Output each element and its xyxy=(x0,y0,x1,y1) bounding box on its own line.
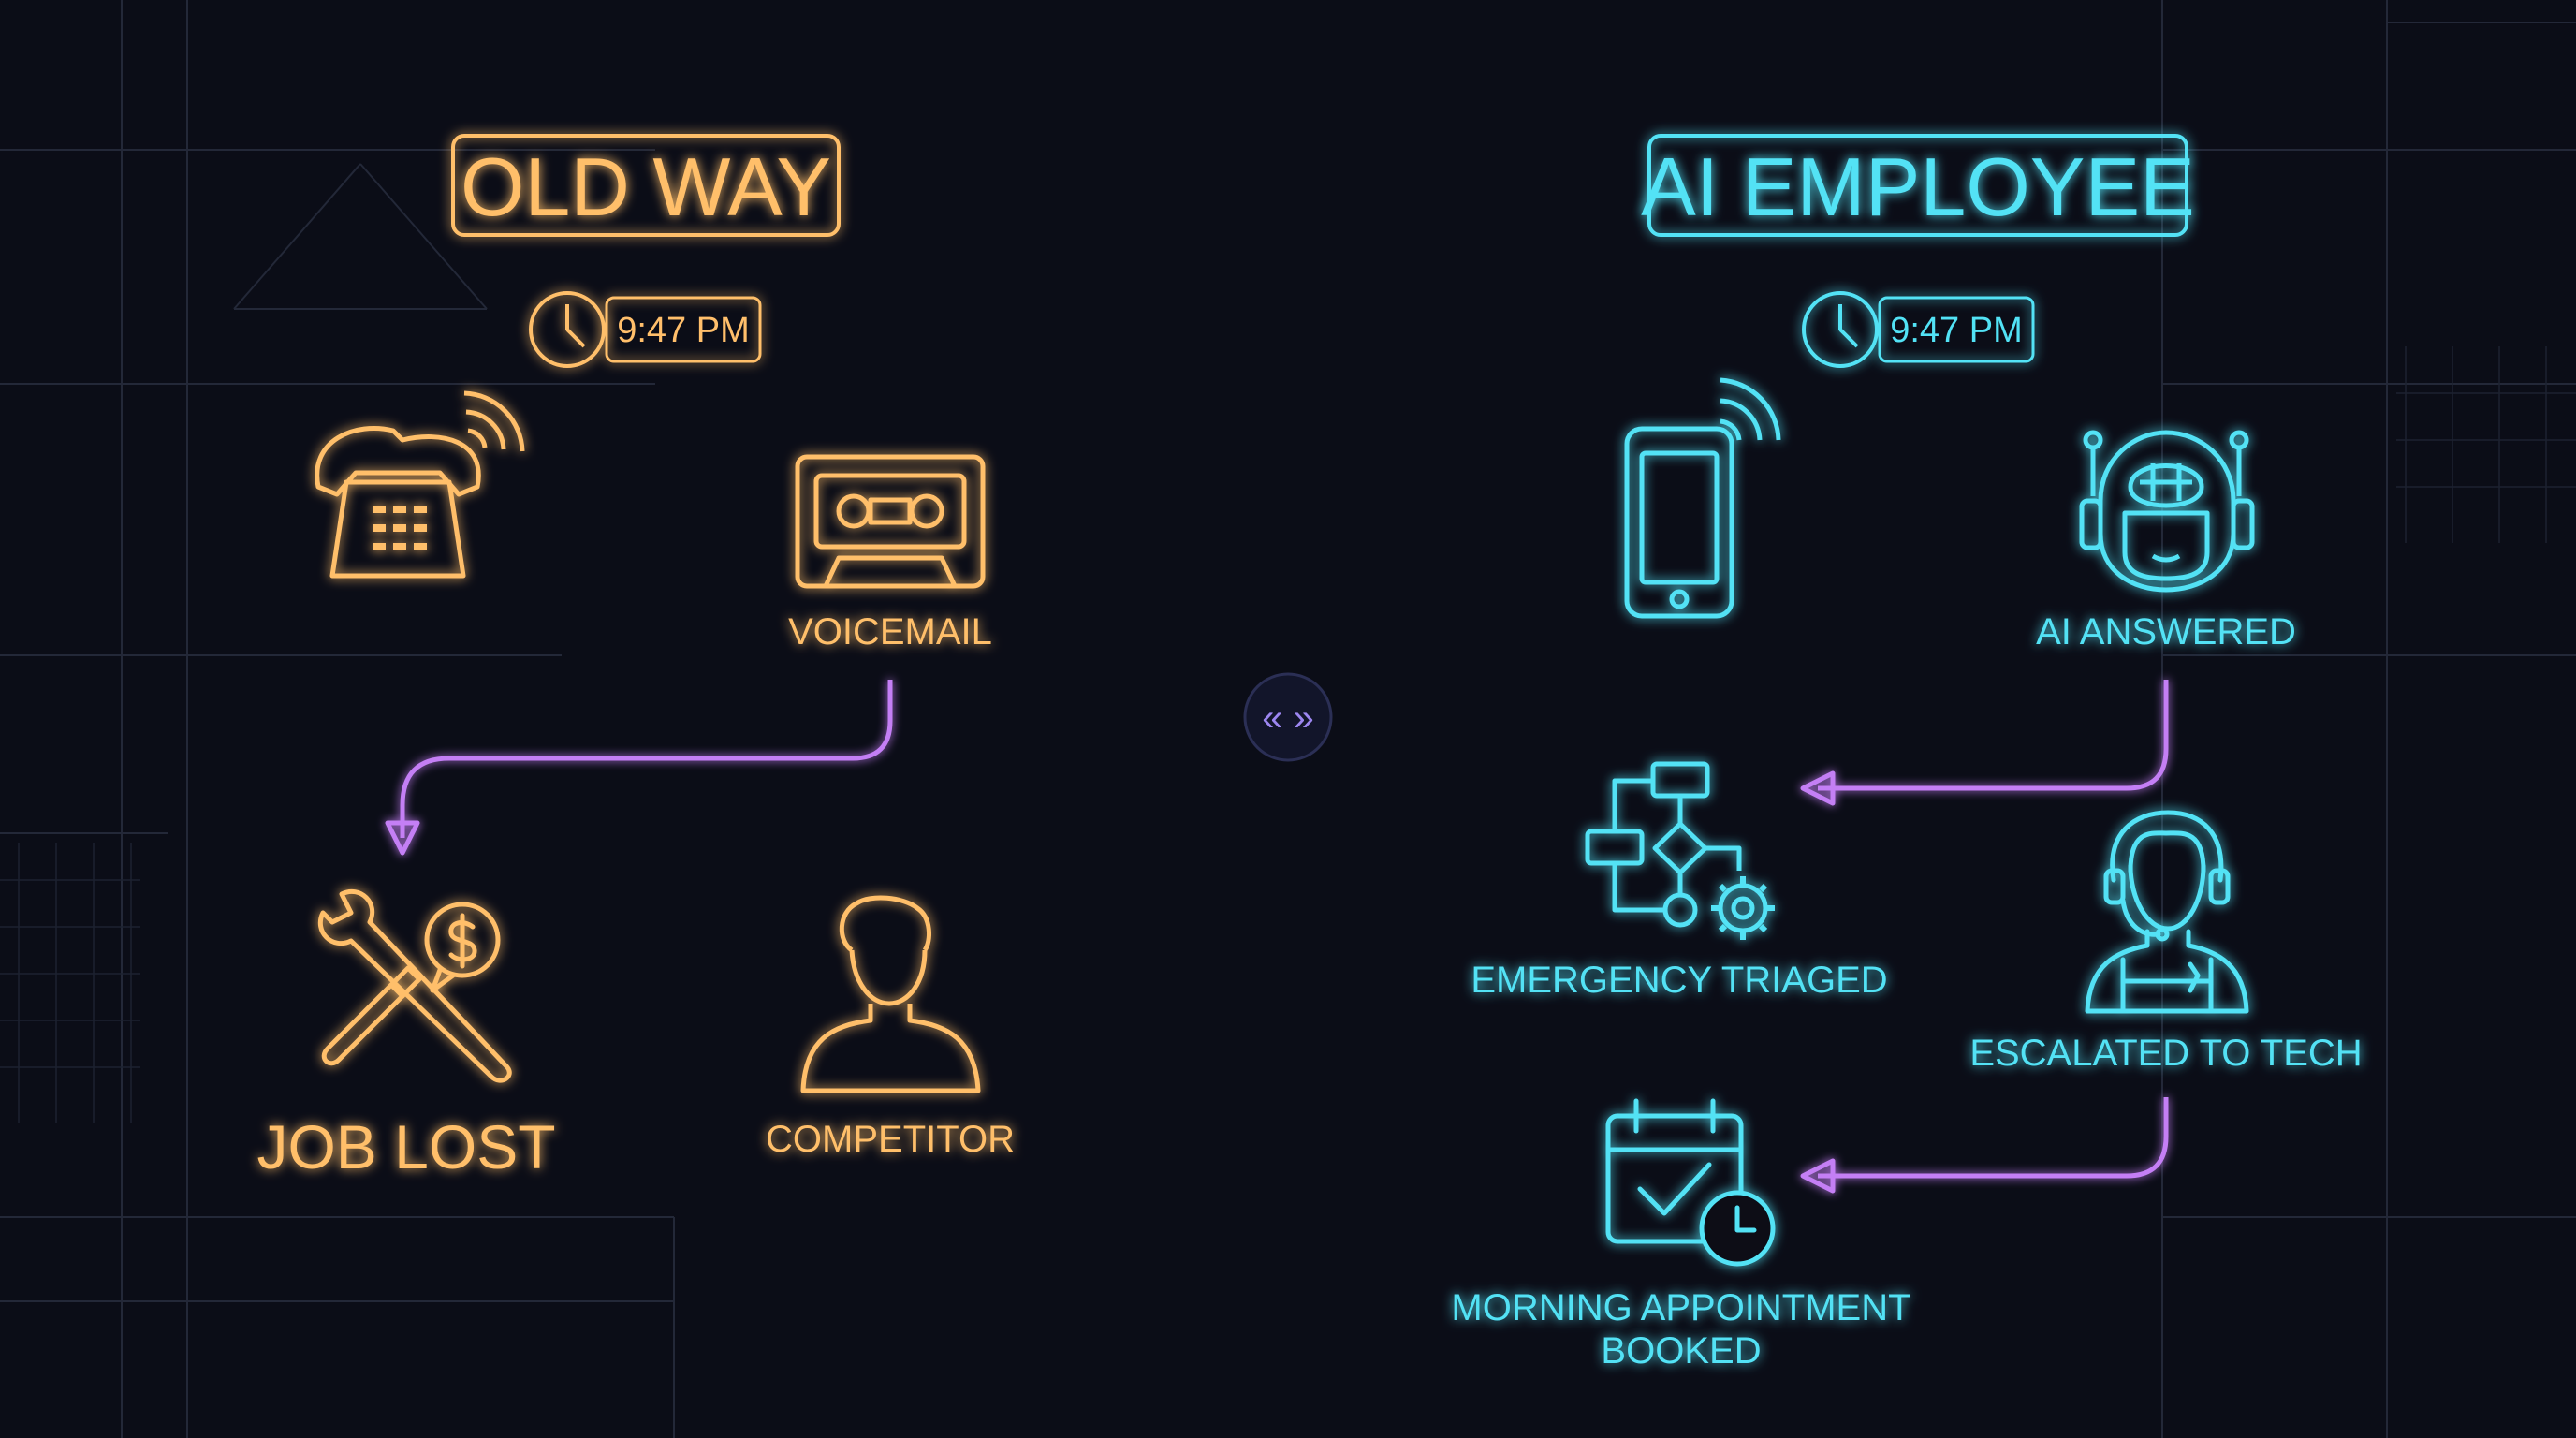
flowchart-gear-icon xyxy=(1585,761,1775,940)
clock-icon xyxy=(1802,291,1879,368)
time-text: 9:47 PM xyxy=(617,311,750,350)
voicemail-label: VOICEMAIL xyxy=(788,611,992,653)
connector-escalated-booked xyxy=(1800,1097,2169,1194)
smartphone-icon xyxy=(1624,377,1781,619)
job-lost-label: JOB LOST xyxy=(256,1112,555,1181)
person-icon xyxy=(800,895,981,1093)
clock-icon xyxy=(529,291,606,368)
time-badge xyxy=(1878,296,2035,363)
old-way-title: OLD WAY xyxy=(461,140,831,233)
ringing-phone-icon xyxy=(315,390,525,579)
center-divider: « » xyxy=(1243,187,1333,1255)
ai-employee-title-box xyxy=(1647,134,2188,237)
old-way-title-box xyxy=(451,134,841,237)
ai-employee-panel: AI EMPLOYEE 9:47 PM xyxy=(1451,134,2363,1372)
ai-employee-title: AI EMPLOYEE xyxy=(1641,140,2195,233)
connector-ai-triaged xyxy=(1800,680,2169,806)
swap-arrows-icon: « » xyxy=(1262,697,1314,739)
connector-voicemail-joblost xyxy=(385,680,893,856)
escalated-label: ESCALATED TO TECH xyxy=(1969,1033,2362,1074)
competitor-label: COMPETITOR xyxy=(766,1119,1015,1160)
emergency-triaged-label: EMERGENCY TRIAGED xyxy=(1471,960,1887,1001)
technician-headset-icon xyxy=(2085,810,2249,1014)
calendar-check-icon xyxy=(1605,1098,1776,1267)
time-badge xyxy=(605,296,762,363)
ai-answered-label: AI ANSWERED xyxy=(2036,611,2296,653)
booked-label-line1: MORNING APPOINTMENT xyxy=(1451,1287,1910,1328)
wrench-screwdriver-dollar-icon xyxy=(317,888,512,1083)
robot-head-icon xyxy=(2079,430,2255,593)
background-grid-fine xyxy=(0,346,2576,1123)
booked-label-line2: BOOKED xyxy=(1601,1330,1761,1372)
old-way-panel: OLD WAY 9:47 PM xyxy=(256,134,1015,1181)
time-text: 9:47 PM xyxy=(1890,311,2023,350)
cassette-tape-icon xyxy=(795,454,986,589)
